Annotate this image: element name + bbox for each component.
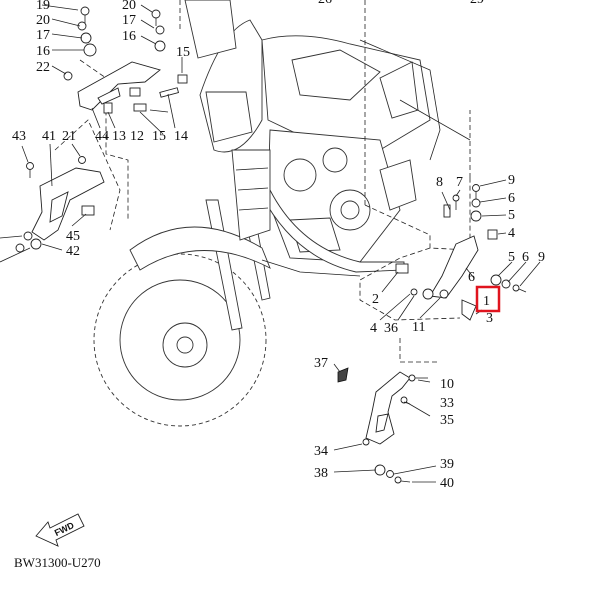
callout-6: 6 (522, 250, 529, 265)
callout-38: 38 (314, 466, 328, 481)
callout-19: 19 (36, 0, 50, 13)
callout-6: 6 (508, 191, 515, 206)
callout-37: 37 (314, 356, 328, 371)
callout-43: 43 (12, 129, 26, 144)
diagram-code: BW31300-U270 (14, 555, 101, 570)
callout-4: 4 (370, 321, 377, 336)
callout-3: 3 (486, 311, 493, 326)
callout-5: 5 (508, 208, 515, 223)
callout-10: 10 (440, 377, 454, 392)
left-bracket-group (0, 143, 105, 263)
callout-35: 35 (440, 413, 454, 428)
callout-17: 17 (36, 28, 50, 43)
callout-33: 33 (440, 396, 454, 411)
callout-15: 15 (152, 129, 166, 144)
callout-labels: 19 20 17 16 22 20 17 16 15 44 13 12 15 1… (12, 0, 545, 491)
motorcycle-illustration (93, 0, 471, 427)
callout-16: 16 (36, 44, 50, 59)
callout-13: 13 (112, 129, 126, 144)
callout-14: 14 (174, 129, 188, 144)
callout-39: 39 (440, 457, 454, 472)
highlighted-part-1[interactable]: 1 (475, 285, 501, 313)
callout-12: 12 (130, 129, 144, 144)
callout-22: 22 (36, 60, 50, 75)
highlight-box (475, 285, 501, 313)
callout-26: 26 (318, 0, 332, 7)
callout-6: 6 (468, 270, 475, 285)
callout-15: 15 (176, 45, 190, 60)
callout-17: 17 (122, 13, 136, 28)
right-parts-group (379, 179, 541, 321)
callout-8: 8 (436, 175, 443, 190)
callout-42: 42 (66, 244, 80, 259)
callout-11: 11 (412, 320, 425, 335)
callout-16: 16 (122, 29, 136, 44)
lower-bracket-group (333, 363, 437, 484)
callout-40: 40 (440, 476, 454, 491)
callout-34: 34 (314, 444, 328, 459)
callout-9: 9 (508, 173, 515, 188)
boundary-lines (54, 0, 471, 363)
callout-20: 20 (122, 0, 136, 13)
callout-20: 20 (36, 13, 50, 28)
callout-4: 4 (508, 226, 515, 241)
callout-7: 7 (456, 175, 463, 190)
callout-41: 41 (42, 129, 56, 144)
callout-29: 29 (470, 0, 484, 7)
upper-left-bracket-group (41, 4, 188, 135)
callout-45: 45 (66, 229, 80, 244)
forward-arrow: FWD (35, 513, 85, 547)
callout-36: 36 (384, 321, 398, 336)
callout-9: 9 (538, 250, 545, 265)
callout-44: 44 (95, 129, 109, 144)
callout-1[interactable]: 1 (483, 294, 490, 309)
callout-21: 21 (62, 129, 76, 144)
callout-2: 2 (372, 292, 379, 307)
callout-5: 5 (508, 250, 515, 265)
